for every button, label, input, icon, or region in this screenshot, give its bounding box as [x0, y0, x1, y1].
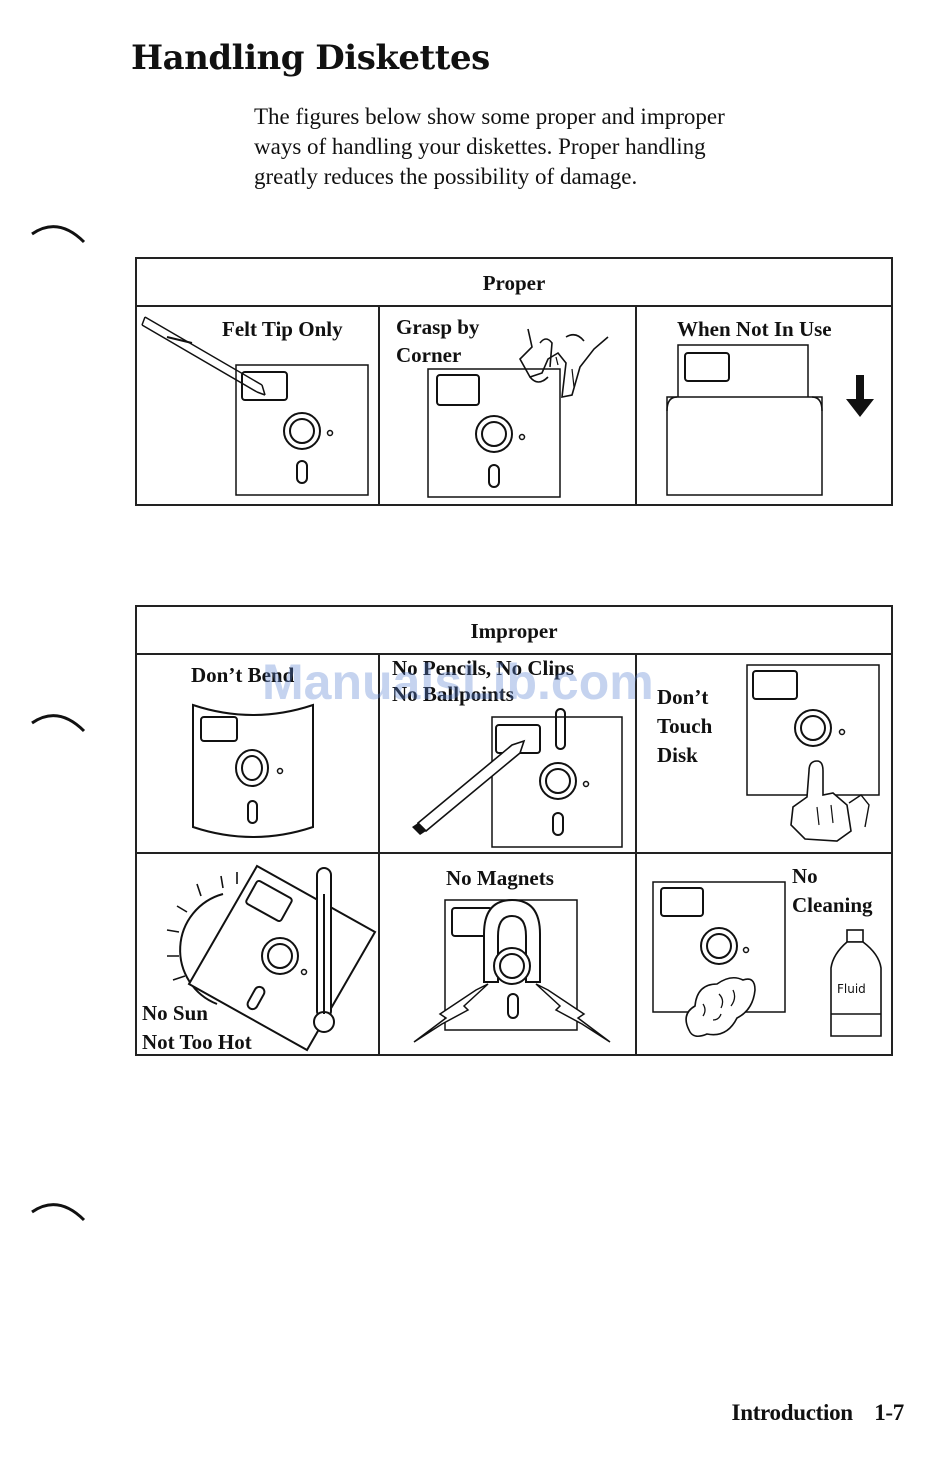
dont-touch-disk-cell: Don’t Touch Disk [637, 655, 891, 852]
felt-tip-only-cell: Felt Tip Only [137, 307, 380, 504]
cell-label-lines: Don’t Touch Disk [657, 683, 712, 770]
label-line: Corner [396, 343, 462, 367]
label-line: Disk [657, 743, 698, 767]
page-footer: Introduction 1-7 [731, 1400, 905, 1426]
magnet-on-diskette-icon [413, 898, 611, 1043]
diskette-in-envelope-icon [666, 344, 874, 496]
cell-label-lines: No Pencils, No Clips No Ballpoints [392, 655, 574, 707]
label-line: Cleaning [792, 893, 873, 917]
footer-section: Introduction [731, 1400, 854, 1425]
cleaning-rag-and-fluid-icon [652, 881, 882, 1038]
label-line: Not Too Hot [142, 1030, 252, 1054]
cell-label: Felt Tip Only [222, 317, 343, 341]
hand-holding-diskette-icon [427, 328, 609, 498]
sun-thermometer-diskette-icon [166, 864, 377, 1052]
cell-label-lines: Grasp by Corner [396, 313, 479, 369]
label-line: No Pencils, No Clips [392, 656, 575, 680]
label-line: No Sun [142, 1001, 208, 1025]
page-title: Handling Diskettes [131, 38, 490, 78]
intro-line: The figures below show some proper and i… [254, 104, 725, 129]
no-magnets-cell: No Magnets [380, 854, 637, 1054]
cell-label-lines: No Sun Not Too Hot [142, 999, 252, 1054]
label-line: No Ballpoints [392, 682, 514, 706]
fluid-bottle-label: Fluid [837, 982, 866, 996]
cell-label: No Magnets [446, 866, 554, 890]
when-not-in-use-cell: When Not In Use [637, 307, 891, 504]
intro-paragraph: The figures below show some proper and i… [254, 102, 894, 192]
label-line: No [792, 864, 818, 888]
binder-hole-mark [31, 225, 86, 244]
finger-touching-disk-icon [746, 664, 880, 842]
cell-label-lines: No Cleaning [792, 862, 873, 920]
label-line: Grasp by [396, 315, 480, 339]
dont-bend-cell: Don’t Bend [137, 655, 380, 852]
cell-label: Don’t Bend [191, 663, 295, 687]
binder-hole-mark [31, 714, 86, 733]
bent-diskette-icon [192, 703, 314, 838]
improper-panel: Improper Don’t Bend No Pencils, No Clips… [135, 605, 893, 1056]
grasp-by-corner-cell: Grasp by Corner [380, 307, 637, 504]
binder-hole-mark [31, 1203, 86, 1222]
label-line: Touch [657, 714, 713, 738]
no-cleaning-cell: No Cleaning Fluid [637, 854, 891, 1054]
no-sun-cell: No Sun Not Too Hot [137, 854, 380, 1054]
pencil-on-diskette-icon [412, 708, 623, 848]
cell-label: When Not In Use [677, 317, 832, 341]
intro-line: ways of handling your diskettes. Proper … [254, 134, 706, 159]
improper-heading: Improper [137, 607, 891, 655]
intro-line: greatly reduces the possibility of damag… [254, 164, 638, 189]
no-pencils-cell: No Pencils, No Clips No Ballpoints [380, 655, 637, 852]
footer-page-number: 1-7 [874, 1400, 904, 1425]
proper-panel: Proper Felt Tip Only Grasp by C [135, 257, 893, 506]
felt-tip-pen-diskette-icon [141, 316, 369, 496]
proper-heading: Proper [137, 259, 891, 307]
label-line: Don’t [657, 685, 709, 709]
